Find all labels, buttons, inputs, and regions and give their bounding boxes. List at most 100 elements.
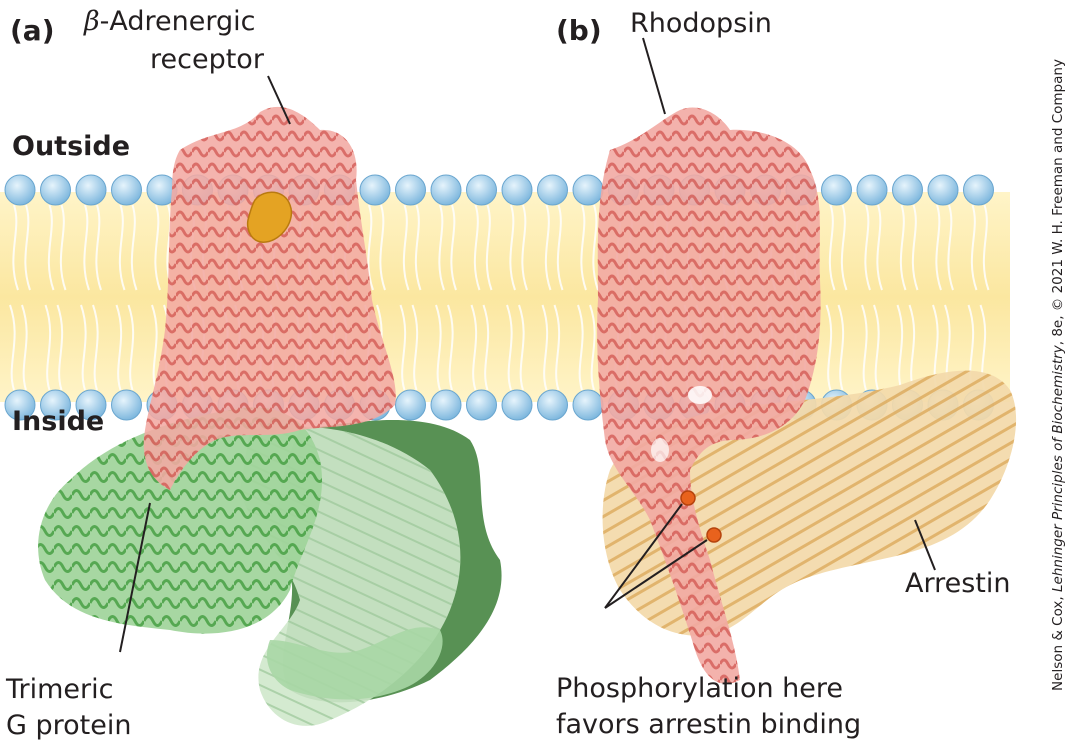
label-outside: Outside bbox=[12, 131, 130, 162]
lipid-tail bbox=[47, 204, 55, 291]
lipid-head bbox=[537, 174, 568, 206]
lipid-head bbox=[111, 174, 142, 206]
lipid-tail bbox=[9, 304, 16, 391]
lipid-tail bbox=[399, 304, 407, 391]
panel-label-a: (a) bbox=[10, 14, 55, 47]
lipid-tail bbox=[825, 304, 833, 391]
lipid-tail bbox=[470, 304, 478, 391]
lipid-head bbox=[572, 389, 604, 421]
lipid-tail bbox=[861, 304, 868, 391]
lipid-head bbox=[395, 389, 426, 421]
lipid-tail bbox=[151, 304, 158, 391]
lipid-tail bbox=[544, 204, 552, 291]
lipid-tail bbox=[154, 204, 161, 291]
lipid-tail bbox=[435, 304, 442, 391]
credit-book-title: Lehninger Principles of Biochemistry bbox=[1050, 345, 1066, 592]
lipid-tail bbox=[367, 204, 374, 291]
lipid-head bbox=[892, 174, 923, 206]
lipid-tail bbox=[840, 204, 848, 291]
leader-rhodopsin bbox=[642, 37, 666, 115]
credit-rest: , 8e, © 2021 W. H. Freeman and Company bbox=[1050, 59, 1066, 346]
lipid-tail bbox=[828, 204, 836, 291]
lipid-tail bbox=[115, 304, 123, 391]
trimeric-g-protein bbox=[38, 407, 502, 726]
lipid-head bbox=[75, 174, 107, 206]
lipid-tail bbox=[92, 304, 99, 391]
label-phospho-line2: favors arrestin binding bbox=[556, 709, 861, 740]
lipid-head bbox=[40, 389, 71, 421]
phosphorylation-site bbox=[680, 490, 696, 506]
lipid-tail bbox=[450, 204, 457, 291]
lipid-head bbox=[466, 174, 497, 206]
lipid-tail bbox=[518, 304, 525, 391]
lipid-tail bbox=[127, 304, 135, 391]
lipid-tail bbox=[59, 204, 67, 291]
lipid-tail bbox=[970, 204, 978, 291]
lipid-head bbox=[4, 174, 36, 206]
rhodopsin bbox=[597, 107, 821, 684]
label-receptor: receptor bbox=[150, 44, 265, 75]
lipid-tail bbox=[521, 204, 528, 291]
lipid-tail bbox=[44, 304, 52, 391]
lipid-tail bbox=[541, 304, 549, 391]
lipid-head bbox=[395, 174, 426, 206]
lipid-head bbox=[4, 389, 36, 421]
label-trimeric: Trimeric bbox=[5, 674, 114, 705]
lipid-tail bbox=[130, 204, 138, 291]
credit-authors: Nelson & Cox, bbox=[1050, 596, 1066, 691]
lipid-tail bbox=[12, 204, 19, 291]
lipid-tail bbox=[837, 304, 845, 391]
ligand bbox=[246, 191, 293, 243]
label-phospho-line1: Phosphorylation here bbox=[556, 673, 843, 704]
lipid-head bbox=[430, 389, 462, 421]
lipid-tail bbox=[982, 204, 990, 291]
label-inside: Inside bbox=[12, 406, 104, 437]
lipid-head bbox=[501, 174, 533, 206]
lipid-tail bbox=[556, 204, 564, 291]
leader-receptor bbox=[267, 75, 291, 125]
lipid-tail bbox=[438, 204, 445, 291]
lipid-tail bbox=[935, 204, 942, 291]
lipid-tail bbox=[577, 304, 584, 391]
lipid-head bbox=[927, 174, 959, 206]
lipid-head bbox=[821, 174, 852, 206]
membrane-core bbox=[0, 192, 1010, 402]
label-beta-adrenergic: β-Adrenergic bbox=[83, 6, 255, 37]
lipid-head bbox=[572, 174, 604, 206]
g-protein-tail-helix bbox=[266, 627, 443, 700]
lipid-tail bbox=[118, 204, 126, 291]
lipid-head bbox=[111, 389, 142, 421]
leader-phospho-1 bbox=[604, 503, 683, 609]
lipid-tail bbox=[509, 204, 516, 291]
lipid-tail bbox=[83, 204, 90, 291]
g-protein-alpha-helices bbox=[38, 407, 323, 634]
lipid-head bbox=[359, 174, 391, 206]
label-g-protein: G protein bbox=[6, 710, 131, 741]
lipid-tail bbox=[506, 304, 513, 391]
receptor-helices bbox=[143, 106, 396, 490]
label-rhodopsin: Rhodopsin bbox=[630, 8, 772, 39]
beta-adrenergic-receptor bbox=[143, 106, 396, 490]
lipid-tail bbox=[482, 304, 490, 391]
lipid-tail bbox=[414, 204, 422, 291]
lipid-tail bbox=[402, 204, 410, 291]
lipid-tail bbox=[864, 204, 871, 291]
leader-phospho-2 bbox=[604, 539, 708, 609]
beta-rest: -Adrenergic bbox=[100, 6, 256, 37]
lipid-head bbox=[75, 389, 107, 421]
lipid-head bbox=[856, 174, 888, 206]
lipid-tail bbox=[56, 304, 64, 391]
beta-symbol: β bbox=[83, 6, 100, 37]
lipid-bilayer bbox=[0, 174, 1010, 421]
lipid-head bbox=[40, 174, 71, 206]
lipid-tail bbox=[485, 204, 493, 291]
lipid-head bbox=[963, 174, 994, 206]
lipid-tail bbox=[473, 204, 481, 291]
lipid-tail bbox=[379, 204, 386, 291]
label-arrestin: Arrestin bbox=[905, 568, 1010, 599]
lipid-tail bbox=[95, 204, 102, 291]
lipid-tail bbox=[580, 204, 587, 291]
lipid-tail bbox=[947, 204, 954, 291]
lipid-tail bbox=[24, 204, 31, 291]
lipid-tail bbox=[896, 304, 904, 391]
